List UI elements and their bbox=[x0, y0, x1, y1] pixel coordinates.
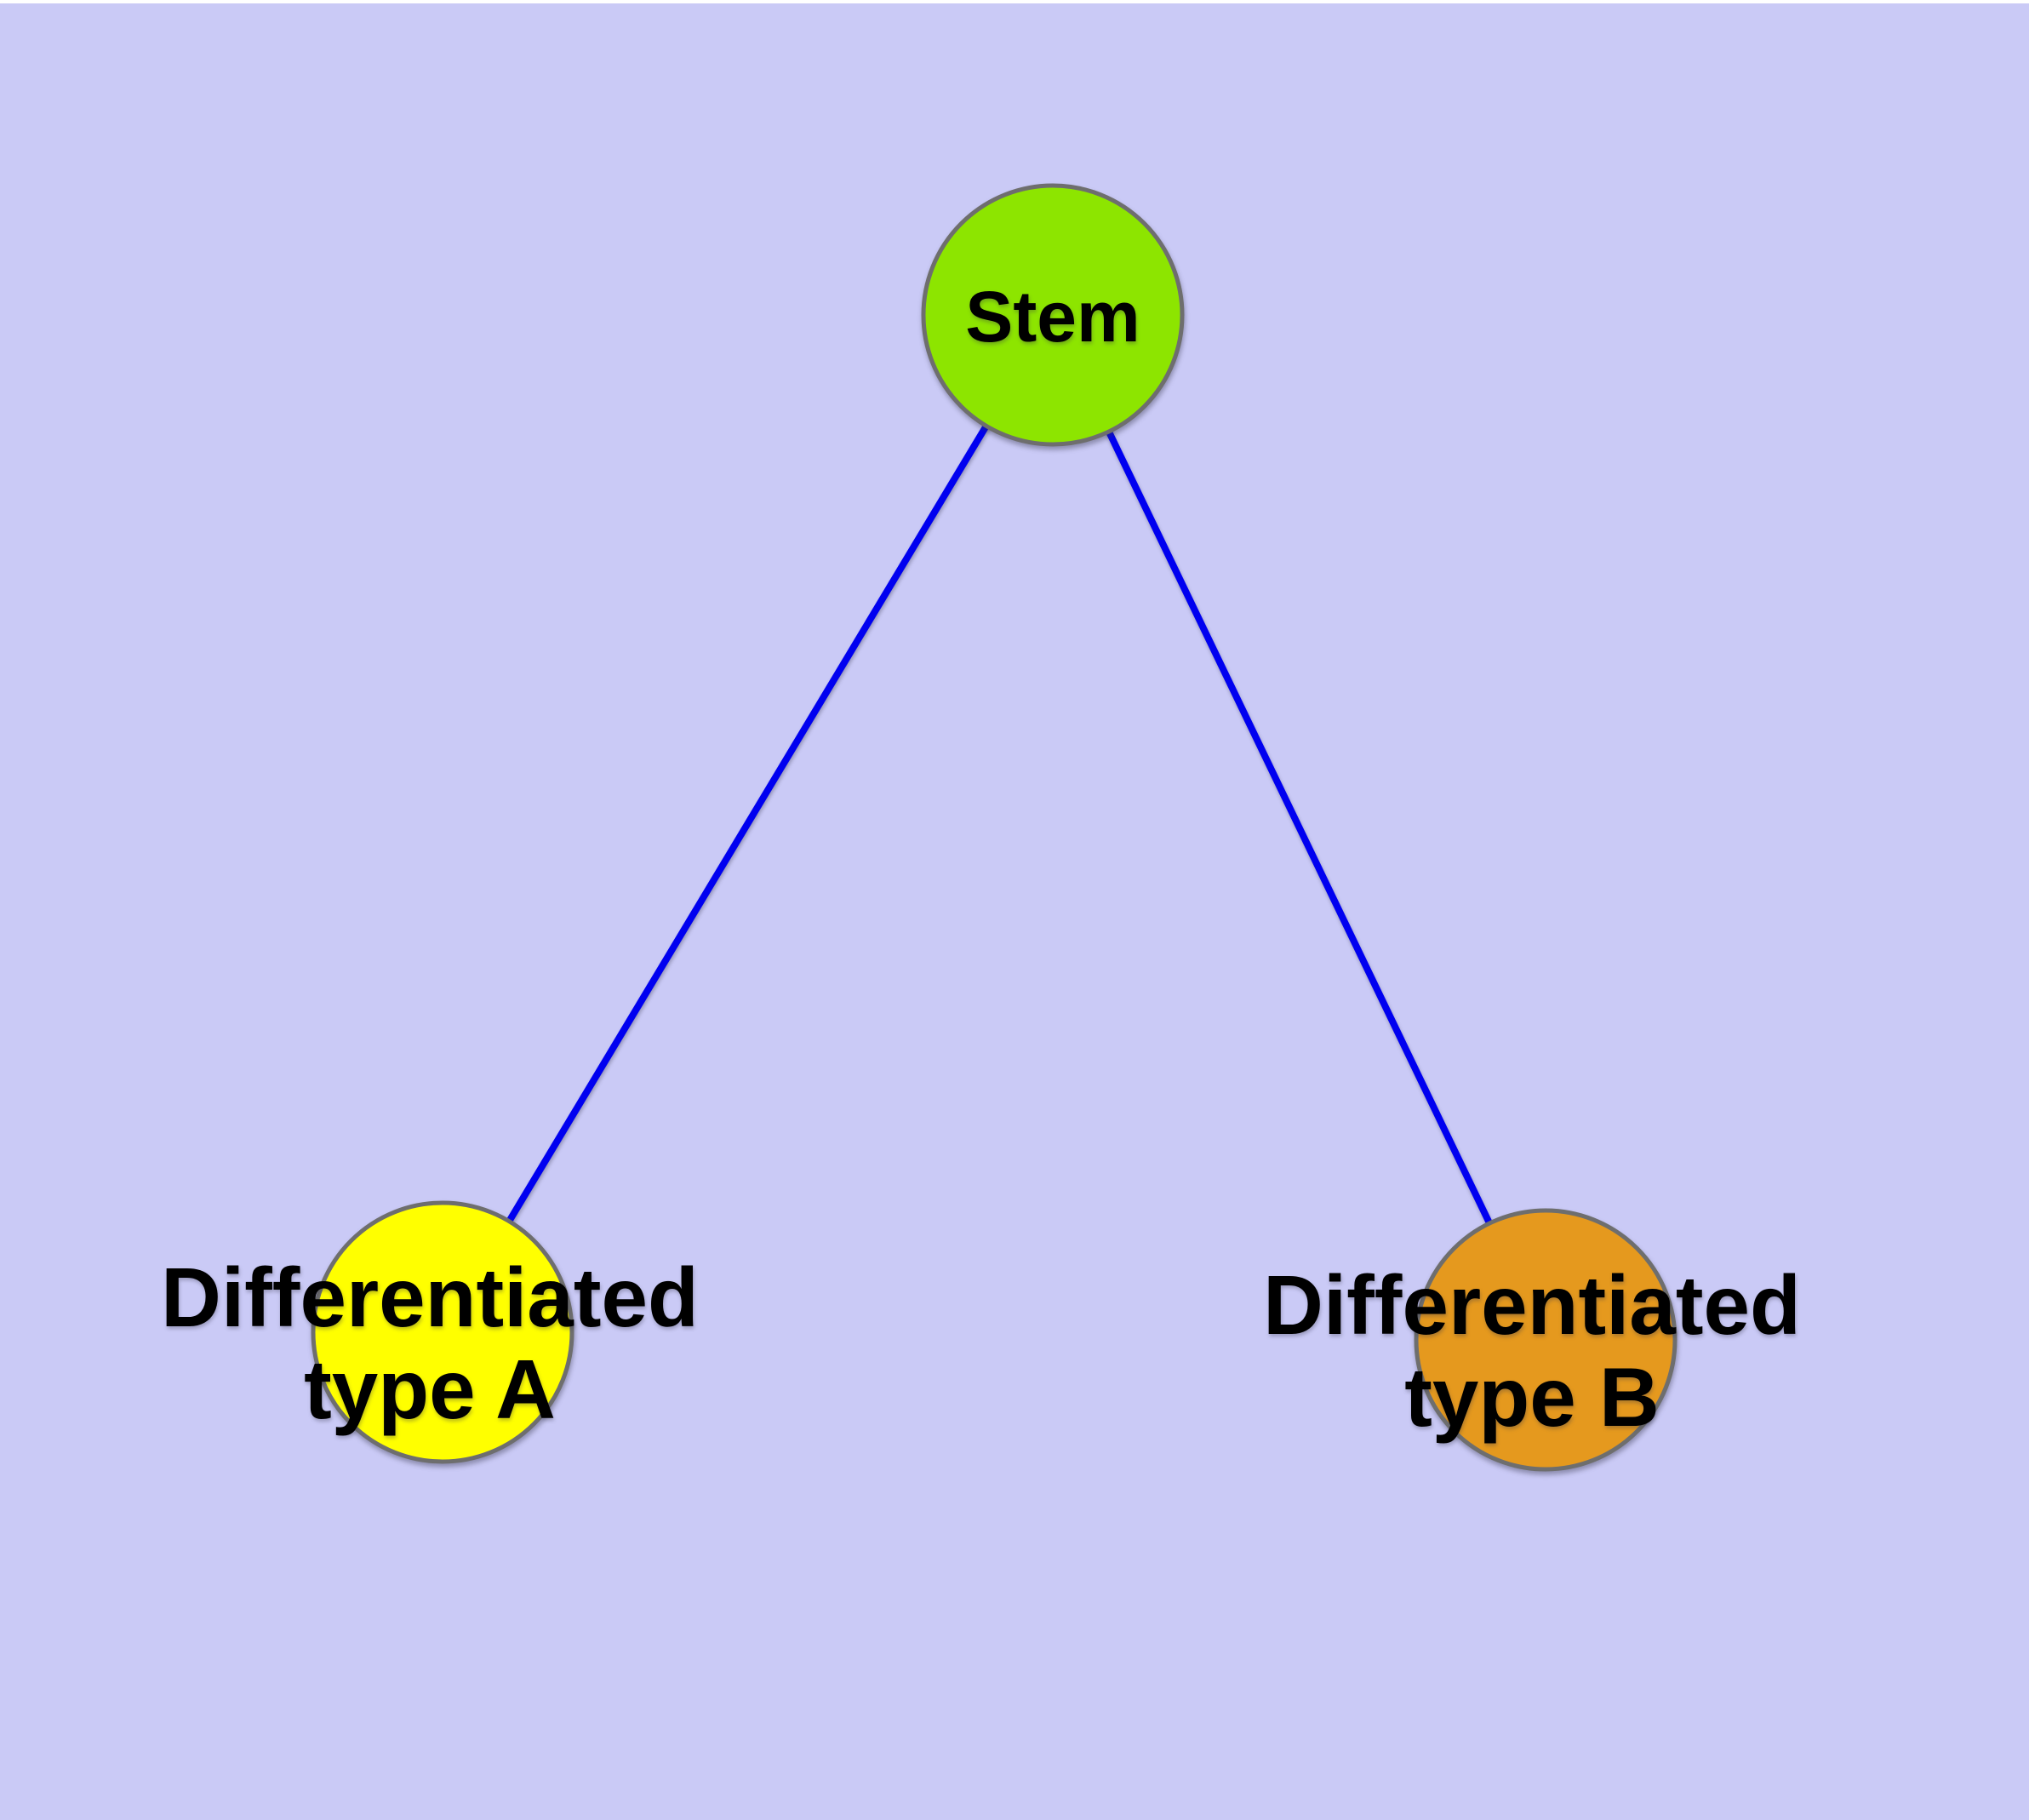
node-type-b-circle bbox=[1414, 1208, 1677, 1472]
node-type-a-circle bbox=[311, 1200, 574, 1464]
edge-stem-to-type-b bbox=[1049, 312, 1549, 1343]
node-type-b-label-line2: type B bbox=[1404, 1350, 1660, 1444]
node-differentiated-type-a: Differentiated type A bbox=[161, 1200, 699, 1464]
node-type-a-label-line2: type A bbox=[304, 1342, 556, 1436]
node-differentiated-type-b: Differentiated type B bbox=[1263, 1208, 1801, 1472]
node-type-b-label-line1: Differentiated bbox=[1263, 1258, 1801, 1352]
node-type-a-label-line1: Differentiated bbox=[161, 1251, 699, 1344]
node-stem: Stem bbox=[921, 183, 1185, 447]
edge-stem-to-type-a bbox=[439, 312, 1056, 1336]
top-margin-strip bbox=[0, 0, 2029, 3]
node-stem-label: Stem bbox=[965, 277, 1140, 357]
node-stem-circle bbox=[921, 183, 1185, 447]
